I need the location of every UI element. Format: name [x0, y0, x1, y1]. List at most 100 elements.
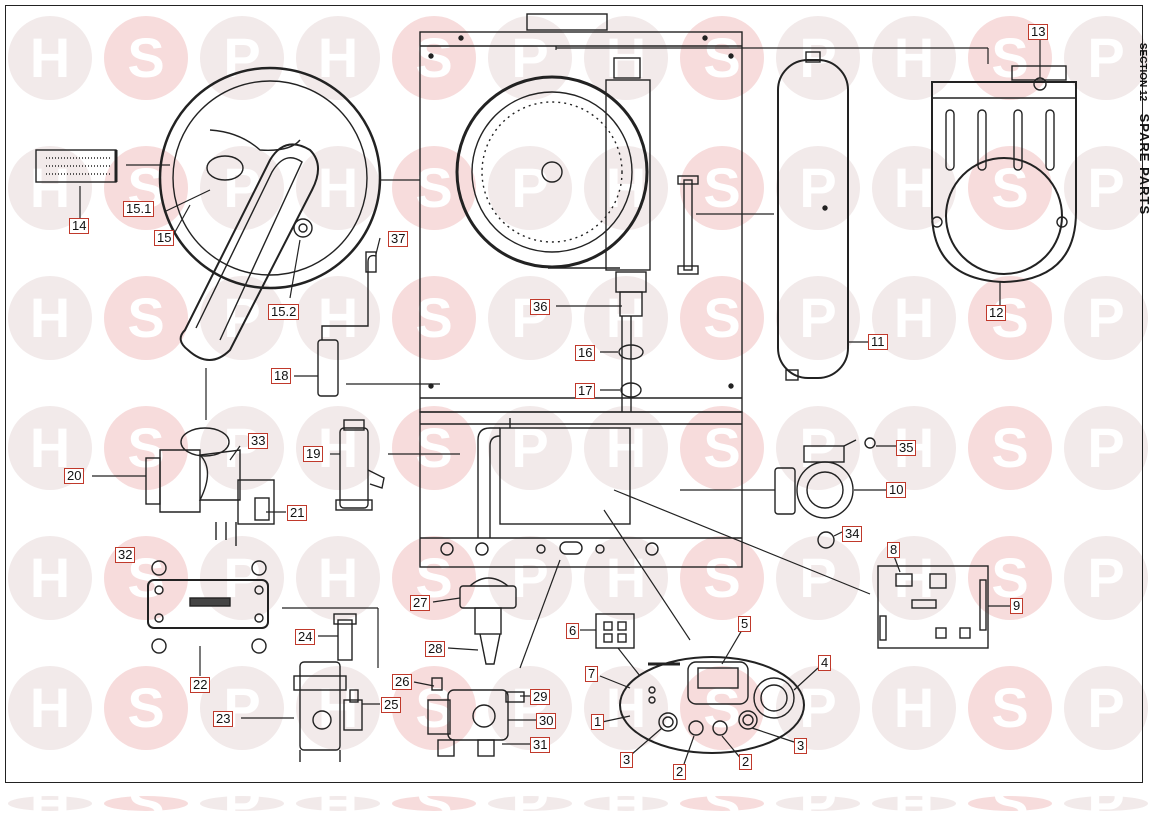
pump-part-10 [774, 437, 876, 549]
watermark-letter: S [680, 536, 764, 620]
burner-part-14 [35, 149, 118, 183]
part-label-19[interactable]: 19 [303, 446, 324, 462]
expansion-vessel-part-11 [777, 51, 849, 381]
section-heading: SECTION 12 SPARE PARTS [1135, 43, 1152, 215]
watermark-letter: S [968, 276, 1052, 360]
leader-lines [79, 40, 1041, 765]
part-label-3a[interactable]: 3 [620, 752, 634, 768]
part-label-17[interactable]: 17 [575, 383, 596, 399]
part-label-29[interactable]: 29 [530, 689, 551, 705]
part-label-30[interactable]: 30 [536, 713, 557, 729]
watermark-letter: P [488, 146, 572, 230]
part-label-11[interactable]: 11 [868, 334, 888, 350]
watermark-letter: P [1064, 276, 1148, 360]
watermark-letter: P [488, 536, 572, 620]
watermark-letter: P [488, 276, 572, 360]
part-label-18[interactable]: 18 [271, 368, 292, 384]
internal-plate [477, 418, 631, 538]
watermark-letter: P [200, 16, 284, 100]
part-label-3b[interactable]: 3 [794, 738, 808, 754]
diverter-body-part-30 [427, 677, 525, 757]
section-title: SPARE PARTS [1137, 113, 1152, 216]
watermark-letter: S [680, 16, 764, 100]
section-number: SECTION 12 [1137, 42, 1149, 102]
watermark-letter: H [872, 666, 956, 750]
part-label-37[interactable]: 37 [388, 231, 409, 247]
part-label-23[interactable]: 23 [213, 711, 234, 727]
fan-assembly-part-20 [145, 427, 275, 546]
watermark-letter: S [104, 666, 188, 750]
watermark-letter: S [392, 406, 476, 490]
part-label-8[interactable]: 8 [887, 542, 901, 558]
watermark-letter: S [392, 276, 476, 360]
watermark-letter: P [1064, 16, 1148, 100]
watermark-letter: S [104, 276, 188, 360]
pcb-part-8 [877, 565, 989, 649]
watermark-letter: S [680, 146, 764, 230]
watermark-letter: P [776, 406, 860, 490]
part-label-31[interactable]: 31 [530, 737, 551, 753]
drawing-frame [5, 5, 1143, 783]
watermark-letter: P [200, 406, 284, 490]
part-label-34[interactable]: 34 [842, 526, 863, 542]
part-label-2a[interactable]: 2 [673, 764, 687, 780]
watermark-letter: P [1064, 146, 1148, 230]
combustion-cover-part-15 [158, 66, 382, 361]
part-label-24[interactable]: 24 [295, 629, 316, 645]
watermark-letter: P [488, 666, 572, 750]
vessel-bracket [677, 175, 699, 275]
part-label-27[interactable]: 27 [410, 595, 431, 611]
part-label-13[interactable]: 13 [1028, 24, 1049, 40]
control-panel [619, 656, 805, 754]
part-label-33[interactable]: 33 [248, 433, 269, 449]
watermark-letter: P [776, 16, 860, 100]
part-label-15-1[interactable]: 15.1 [123, 201, 155, 217]
diverter-valve-part-27 [459, 577, 517, 665]
watermark-letter: H [296, 16, 380, 100]
part-label-9[interactable]: 9 [1010, 598, 1024, 614]
watermark-letter: H [8, 536, 92, 620]
watermark-letter: H [8, 666, 92, 750]
part-label-12[interactable]: 12 [986, 305, 1007, 321]
sensor-part-18 [317, 251, 377, 397]
part-label-4[interactable]: 4 [818, 655, 832, 671]
part-label-15[interactable]: 15 [154, 230, 175, 246]
watermark-letter: H [8, 16, 92, 100]
watermark-letter: S [392, 16, 476, 100]
watermark-letter: H [296, 536, 380, 620]
watermark-letter: S [968, 146, 1052, 230]
air-separator-part-19 [335, 419, 385, 511]
watermark-letter: H [8, 146, 92, 230]
part-label-7[interactable]: 7 [585, 666, 599, 682]
watermark-letter: H [296, 666, 380, 750]
part-label-25[interactable]: 25 [381, 697, 402, 713]
part-label-28[interactable]: 28 [425, 641, 446, 657]
case-front-part-12 [931, 65, 1077, 284]
watermark-letter: H [872, 16, 956, 100]
watermark-letter: P [1064, 406, 1148, 490]
watermark-letter: H [872, 146, 956, 230]
part-label-36[interactable]: 36 [530, 299, 551, 315]
part-label-21[interactable]: 21 [287, 505, 308, 521]
part-label-2b[interactable]: 2 [739, 754, 753, 770]
exploded-parts-drawing [35, 13, 1077, 765]
part-label-6[interactable]: 6 [566, 623, 580, 639]
watermark-letter: H [8, 276, 92, 360]
part-label-16[interactable]: 16 [575, 345, 596, 361]
part-label-10[interactable]: 10 [886, 482, 907, 498]
part-label-26[interactable]: 26 [392, 674, 413, 690]
watermark-letter: P [488, 406, 572, 490]
part-label-22[interactable]: 22 [190, 677, 211, 693]
part-label-20[interactable]: 20 [64, 468, 85, 484]
watermark-letter: S [968, 666, 1052, 750]
watermark-letter: S [680, 406, 764, 490]
watermark-letter: S [392, 146, 476, 230]
part-label-35[interactable]: 35 [896, 440, 917, 456]
part-label-14[interactable]: 14 [69, 218, 90, 234]
watermark-letter: S [968, 406, 1052, 490]
part-label-32[interactable]: 32 [115, 547, 136, 563]
part-label-1[interactable]: 1 [591, 714, 605, 730]
watermark-letter: S [104, 536, 188, 620]
part-label-5[interactable]: 5 [738, 616, 752, 632]
part-label-15-2[interactable]: 15.2 [268, 304, 300, 320]
